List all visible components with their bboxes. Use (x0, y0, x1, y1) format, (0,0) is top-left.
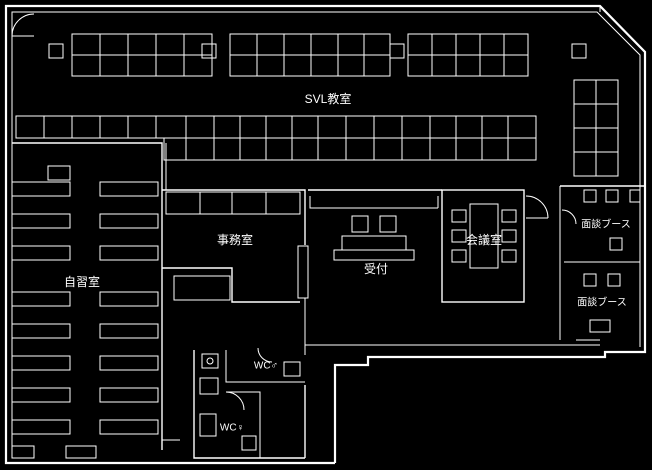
svl-classroom-label: SVL教室 (305, 91, 352, 106)
top-desk-block-left (71, 33, 213, 77)
office-walls (162, 189, 309, 355)
entrance-door (11, 13, 35, 37)
right-desk-column (573, 79, 619, 177)
top-desk-block-right (407, 33, 529, 77)
self-study-room-walls (12, 142, 180, 450)
meeting-room-door (525, 195, 549, 219)
office-label: 事務室 (217, 232, 253, 247)
meeting-room-label: 会議室 (466, 232, 502, 247)
corridor (305, 339, 600, 346)
self-study-room-label: 自習室 (64, 274, 100, 289)
reception-area (308, 189, 442, 261)
booth-1-label: 面談ブース (581, 218, 631, 231)
wc-male-label: WC♂ (254, 361, 278, 372)
self-study-desks-left (11, 165, 97, 459)
consultation-booths (559, 185, 645, 340)
meeting-room (441, 189, 525, 303)
long-desk-row (15, 115, 537, 161)
outer-walls (4, 4, 647, 465)
restroom-block (193, 347, 306, 459)
reception-label: 受付 (364, 262, 388, 276)
self-study-desks-right (99, 181, 159, 435)
booth-2-label: 面談ブース (577, 296, 627, 309)
wc-female-label: WC♀ (220, 423, 244, 434)
top-desk-block-middle (229, 33, 391, 77)
pillars (48, 43, 587, 59)
